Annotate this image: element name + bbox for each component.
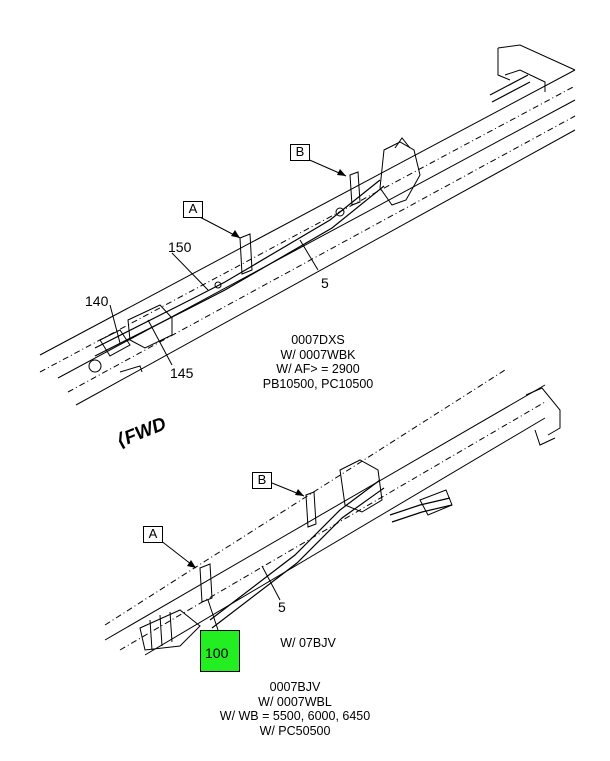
lower-note: 0007BJV W/ 0007WBL W/ WB = 5500, 6000, 6… bbox=[219, 680, 371, 738]
lower-label-b: B bbox=[252, 472, 272, 489]
callout-140: 140 bbox=[85, 293, 109, 309]
callout-100: 100 bbox=[205, 645, 229, 661]
lower-label-a: A bbox=[143, 526, 163, 543]
upper-label-a: A bbox=[183, 201, 203, 218]
upper-arrowheads bbox=[231, 169, 346, 238]
lower-arrowheads bbox=[187, 489, 304, 568]
upper-frame-assembly bbox=[39, 44, 576, 406]
upper-callout-5: 5 bbox=[321, 275, 329, 291]
upper-label-b: B bbox=[290, 144, 310, 161]
lower-side-note: W/ 07BJV bbox=[280, 636, 336, 650]
lower-callout-5: 5 bbox=[278, 599, 286, 615]
upper-note: 0007DXS W/ 0007WBK W/ AF> = 2900 PB10500… bbox=[262, 333, 374, 391]
lower-frame-assembly bbox=[104, 369, 561, 656]
callout-145: 145 bbox=[170, 365, 194, 381]
callout-100-highlight: 100 bbox=[200, 630, 240, 672]
callout-150: 150 bbox=[168, 239, 192, 255]
